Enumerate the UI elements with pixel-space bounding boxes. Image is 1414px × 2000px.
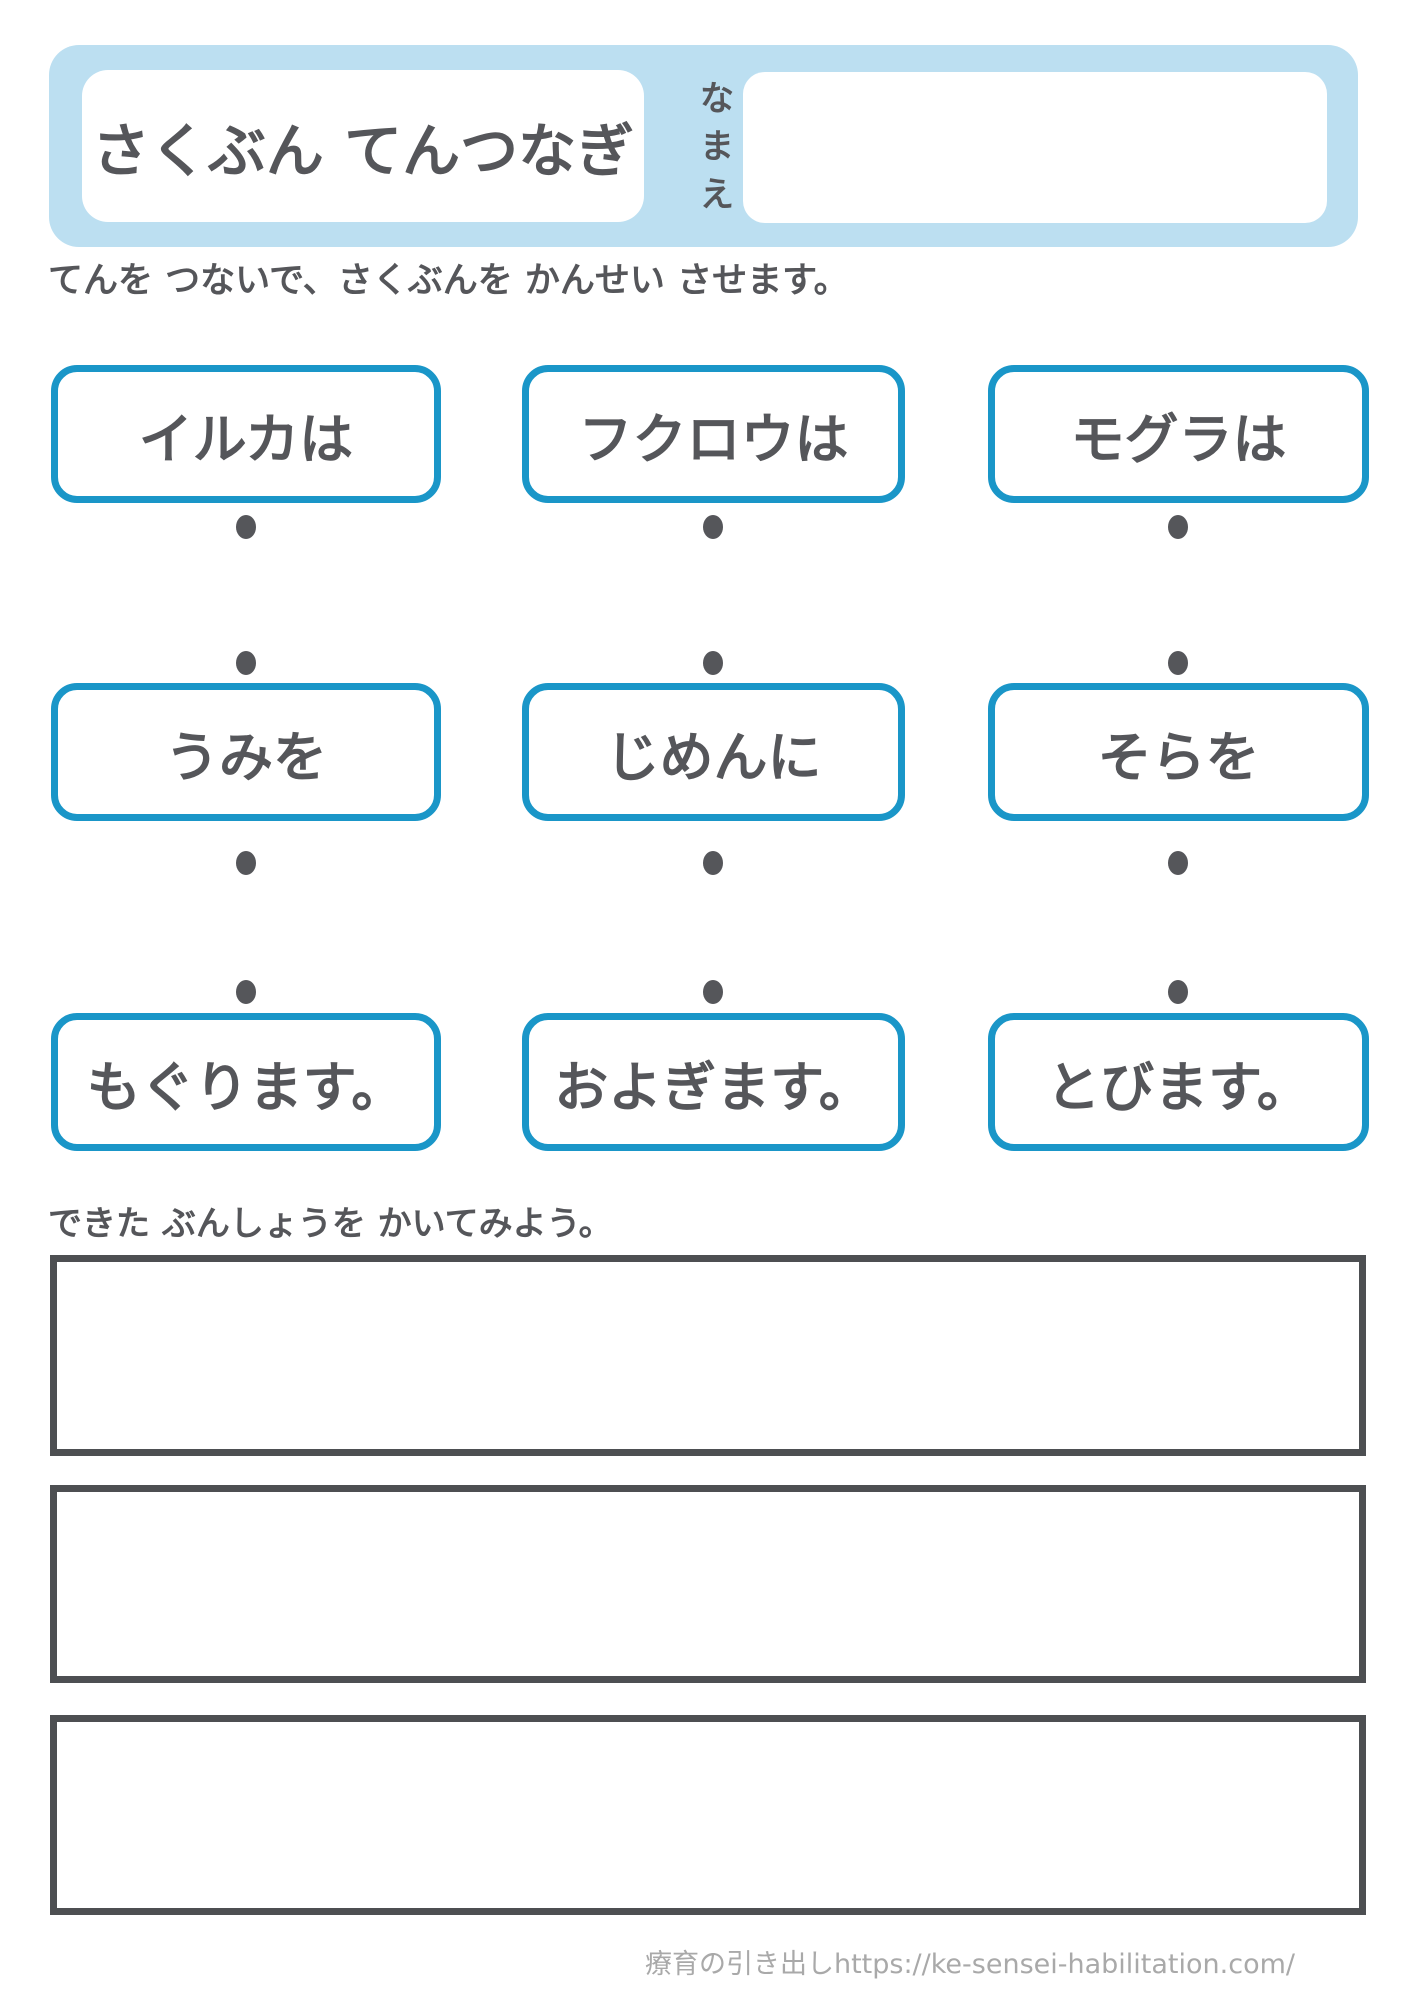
word-box-subject-3: モグラは [988, 365, 1369, 503]
connector-dot[interactable] [236, 980, 256, 1004]
connector-dot[interactable] [236, 515, 256, 539]
word-box-subject-2: フクロウは [522, 365, 905, 503]
name-label-char: な [700, 78, 734, 119]
name-label-char: え [700, 175, 734, 216]
sentence-writing-area-3[interactable] [50, 1715, 1366, 1915]
connector-dot[interactable] [703, 651, 723, 675]
word-box-subject-1: イルカは [51, 365, 441, 503]
sentence-writing-area-2[interactable] [50, 1485, 1366, 1683]
write-prompt-text: できた ぶんしょうを かいてみよう。 [48, 1204, 613, 1244]
word-box-label: イルカは [138, 407, 354, 471]
word-box-label: モグラは [1070, 407, 1287, 471]
word-box-label: うみを [165, 725, 327, 789]
connector-dot[interactable] [236, 851, 256, 875]
connector-dot[interactable] [1168, 851, 1188, 875]
worksheet-title: さくぶん てんつなぎ [91, 117, 635, 185]
instruction-text: てんを つないで、さくぶんを かんせい させます。 [48, 261, 849, 301]
connector-dot[interactable] [1168, 980, 1188, 1004]
word-box-verb-2: およぎます。 [522, 1013, 905, 1151]
connector-dot[interactable] [703, 980, 723, 1004]
name-label-char: ま [700, 126, 734, 167]
word-box-label: フクロウは [578, 407, 849, 471]
word-box-verb-1: もぐります。 [51, 1013, 441, 1151]
word-box-place-1: うみを [51, 683, 441, 821]
word-box-label: もぐります。 [86, 1055, 406, 1119]
name-input-field[interactable] [743, 72, 1327, 223]
connector-dot[interactable] [1168, 515, 1188, 539]
connector-dot[interactable] [236, 651, 256, 675]
header-banner: さくぶん てんつなぎ な ま え [49, 45, 1358, 247]
worksheet-title-box: さくぶん てんつなぎ [82, 70, 644, 222]
word-box-label: とびます。 [1046, 1055, 1311, 1119]
word-box-place-3: そらを [988, 683, 1369, 821]
word-box-label: およぎます。 [554, 1055, 873, 1119]
word-box-label: そらを [1097, 725, 1260, 789]
word-box-place-2: じめんに [522, 683, 905, 821]
connector-dot[interactable] [1168, 651, 1188, 675]
connector-dot[interactable] [703, 515, 723, 539]
word-box-label: じめんに [605, 725, 822, 789]
sentence-writing-area-1[interactable] [50, 1255, 1366, 1456]
source-credit-text: 療育の引き出しhttps://ke-sensei-habilitation.co… [644, 1949, 1295, 1980]
name-field-label: な ま え [690, 72, 744, 222]
word-box-verb-3: とびます。 [988, 1013, 1369, 1151]
connector-dot[interactable] [703, 851, 723, 875]
